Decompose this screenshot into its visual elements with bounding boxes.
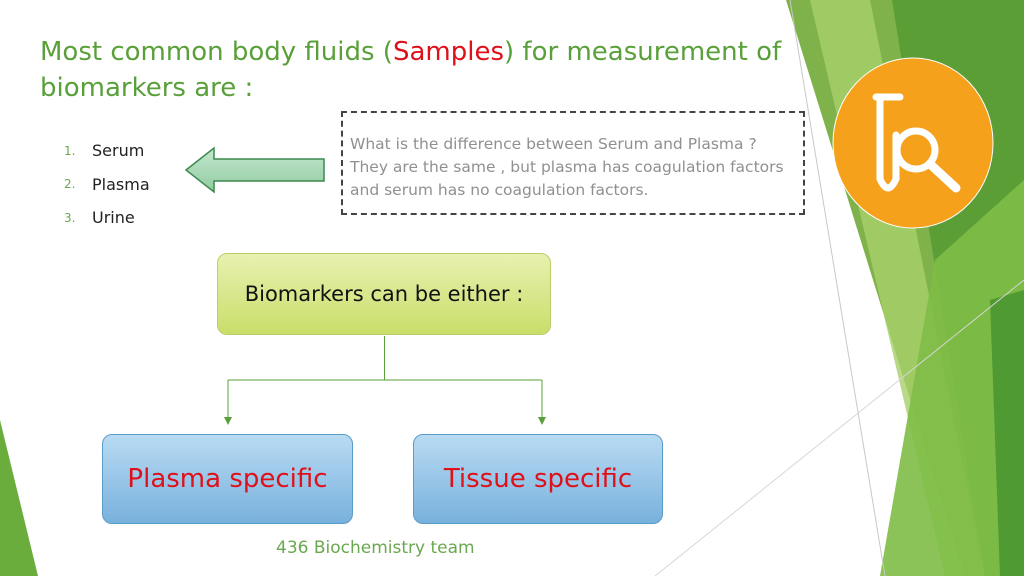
question-text: What is the difference between Serum and…	[350, 135, 757, 153]
list-label: Serum	[92, 141, 145, 161]
tissue-specific-box: Tissue specific	[413, 434, 663, 524]
title-text-before: Most common body fluids (	[40, 37, 393, 67]
list-number: 2.	[64, 177, 76, 192]
title-highlight: Samples	[392, 37, 505, 67]
plasma-specific-box: Plasma specific	[102, 434, 353, 524]
footer-credit: 436 Biochemistry team	[276, 538, 475, 558]
list-item: 3. Urine	[64, 201, 150, 235]
left-arrow-icon	[184, 146, 325, 194]
list-item: 2. Plasma	[64, 168, 150, 202]
test-tube-magnifier-icon	[832, 57, 994, 229]
answer-text: They are the same , but plasma has coagu…	[350, 158, 784, 199]
question-box: What is the difference between Serum and…	[341, 111, 805, 215]
list-number: 1.	[64, 143, 76, 158]
title-text-after: ) for measurement of biomarkers are :	[40, 37, 782, 103]
biomarkers-box: Biomarkers can be either :	[217, 253, 551, 335]
list-label: Urine	[92, 208, 135, 228]
list-label: Plasma	[92, 174, 150, 194]
list-item: 1. Serum	[64, 134, 150, 168]
list-number: 3.	[64, 210, 76, 225]
slide-title: Most common body fluids (Samples) for me…	[40, 34, 800, 106]
fluids-list: 1. Serum 2. Plasma 3. Urine	[64, 134, 150, 235]
